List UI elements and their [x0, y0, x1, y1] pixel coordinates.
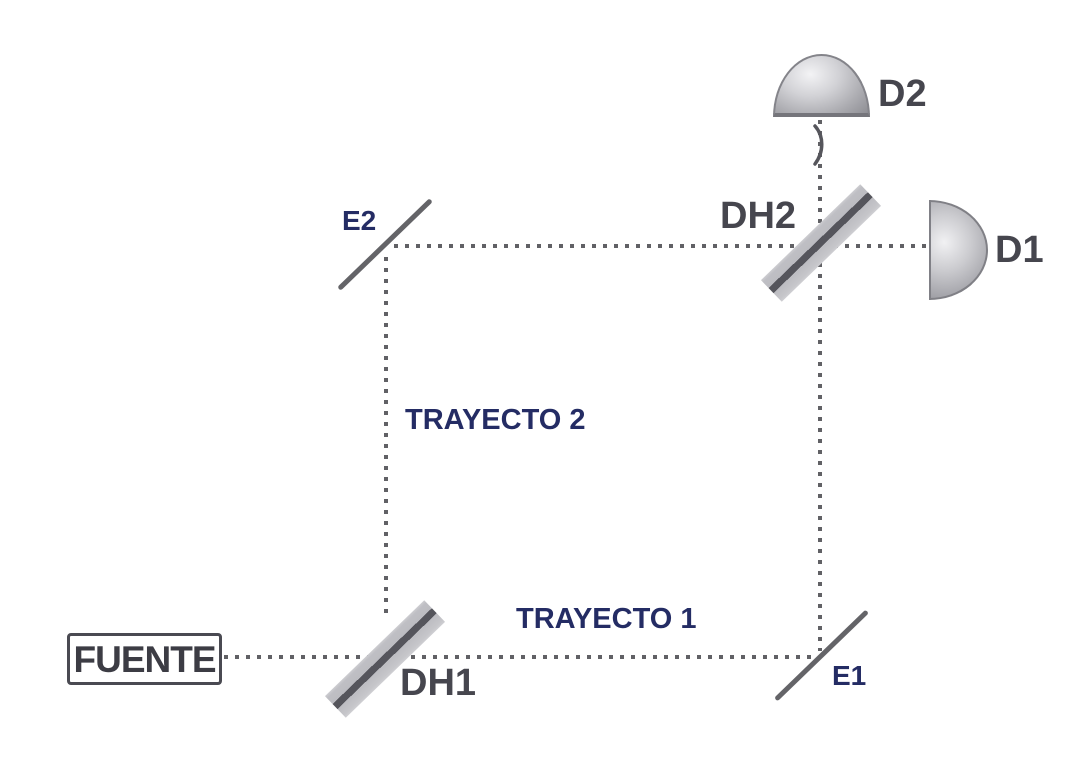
label-e2: E2 — [342, 205, 377, 236]
label-e1: E1 — [832, 660, 867, 691]
source-label: FUENTE — [73, 638, 217, 680]
label-dh2: DH2 — [720, 195, 797, 237]
detector-d2-dome — [773, 54, 870, 117]
beam-line-top — [394, 244, 927, 248]
beam-line-bottom — [224, 655, 812, 659]
detector-d1-dome — [929, 200, 988, 300]
beam-line-right-vertical — [818, 120, 822, 651]
beam-arc-mark — [813, 124, 824, 166]
label-trayecto-2: TRAYECTO 2 — [405, 404, 586, 436]
label-d1: D1 — [995, 229, 1044, 271]
label-dh1: DH1 — [400, 662, 477, 704]
beam-line-left-vertical — [384, 257, 388, 613]
source-box: FUENTE — [67, 633, 222, 685]
label-d2: D2 — [878, 73, 927, 115]
label-trayecto-1: TRAYECTO 1 — [516, 603, 697, 635]
